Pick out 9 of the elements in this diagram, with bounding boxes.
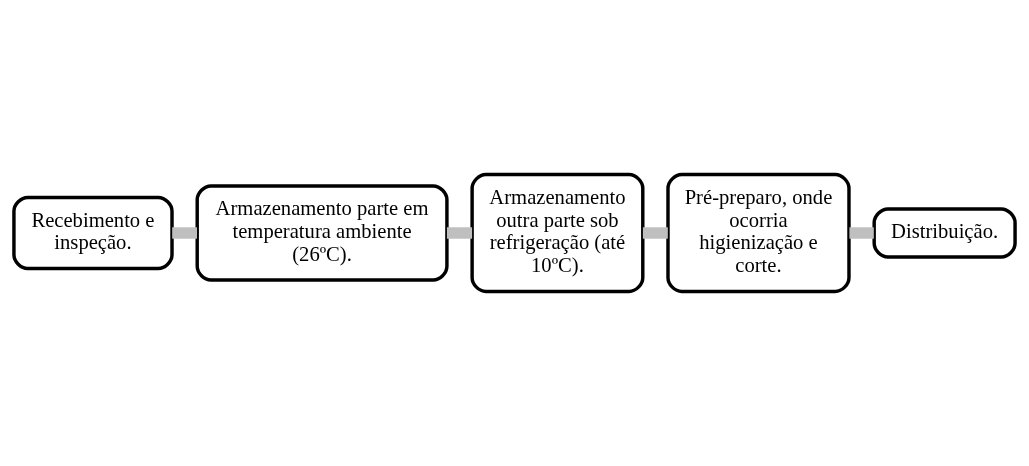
node-box: Distribuição.	[872, 207, 1017, 259]
node-box: Recebimento e inspeção.	[12, 195, 174, 271]
node-box: Armazenamento outra parte sob refrigeração (até 10ºC).	[470, 172, 645, 294]
connector	[849, 227, 874, 239]
node-box: Armazenamento parte em temperatura ambiente (26ºC).	[195, 184, 449, 282]
node-box: Pré-preparo, onde ocorria higienização e corte.	[666, 172, 851, 294]
connector	[446, 227, 473, 239]
connector	[642, 227, 668, 239]
connector	[172, 227, 197, 239]
